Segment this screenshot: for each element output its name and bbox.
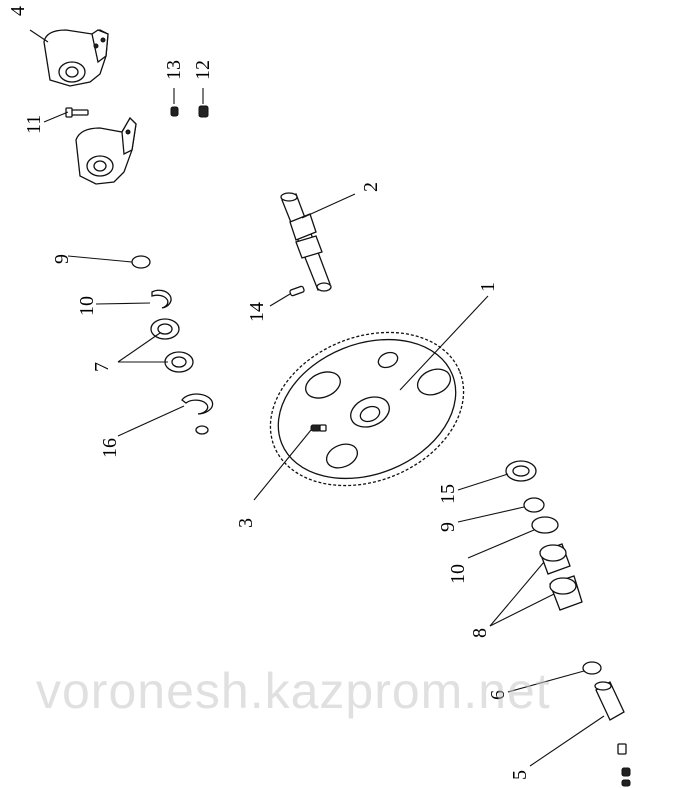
leader-lines <box>29 29 605 767</box>
callout-10-left: 10 <box>76 296 98 316</box>
bolt-part-11 <box>65 107 89 118</box>
snap-ring-part-10-left <box>151 289 172 309</box>
callout-12: 12 <box>192 60 214 80</box>
callout-4: 4 <box>7 6 29 16</box>
nut-part-13 <box>170 106 179 117</box>
key-part-14 <box>289 285 305 297</box>
callout-3: 3 <box>235 518 257 528</box>
callout-5: 5 <box>509 770 531 780</box>
ring-part-6 <box>582 661 602 675</box>
callout-14: 14 <box>246 302 268 322</box>
small-hardware-bottom <box>617 743 631 787</box>
callout-9-left: 9 <box>51 254 73 264</box>
callout-8: 8 <box>469 628 491 638</box>
shaft-part-2 <box>280 192 332 292</box>
nut-part-12 <box>198 105 209 118</box>
ring-part-9-right <box>523 497 545 513</box>
bushing-part-8-upper <box>539 543 571 575</box>
callout-6: 6 <box>487 690 509 700</box>
callout-9-right: 9 <box>437 522 459 532</box>
watermark: voronesh.kazprom.net <box>36 663 551 719</box>
callout-16: 16 <box>99 438 121 458</box>
callout-2: 2 <box>360 182 382 192</box>
gear-part-1 <box>269 331 465 487</box>
washer-part-15 <box>505 460 537 482</box>
circlip-part-16 <box>181 393 214 435</box>
callout-labels: 4 11 13 12 2 14 1 9 10 7 16 3 15 9 10 8 … <box>7 6 531 780</box>
snap-ring-part-10-right <box>531 516 559 534</box>
bracket-part-4-lower <box>75 116 137 185</box>
callout-1: 1 <box>477 282 499 292</box>
callout-7: 7 <box>91 362 113 372</box>
callout-15: 15 <box>437 484 459 504</box>
bearing-part-7-lower <box>164 351 194 373</box>
bracket-part-4 <box>43 29 109 87</box>
bushing-part-8-lower <box>549 575 583 611</box>
pin-part-5 <box>594 681 625 721</box>
ring-part-9-left <box>131 255 151 269</box>
callout-10-right: 10 <box>447 564 469 584</box>
screw-part-3 <box>310 424 327 432</box>
callout-13: 13 <box>163 60 185 80</box>
callout-11: 11 <box>23 115 45 134</box>
